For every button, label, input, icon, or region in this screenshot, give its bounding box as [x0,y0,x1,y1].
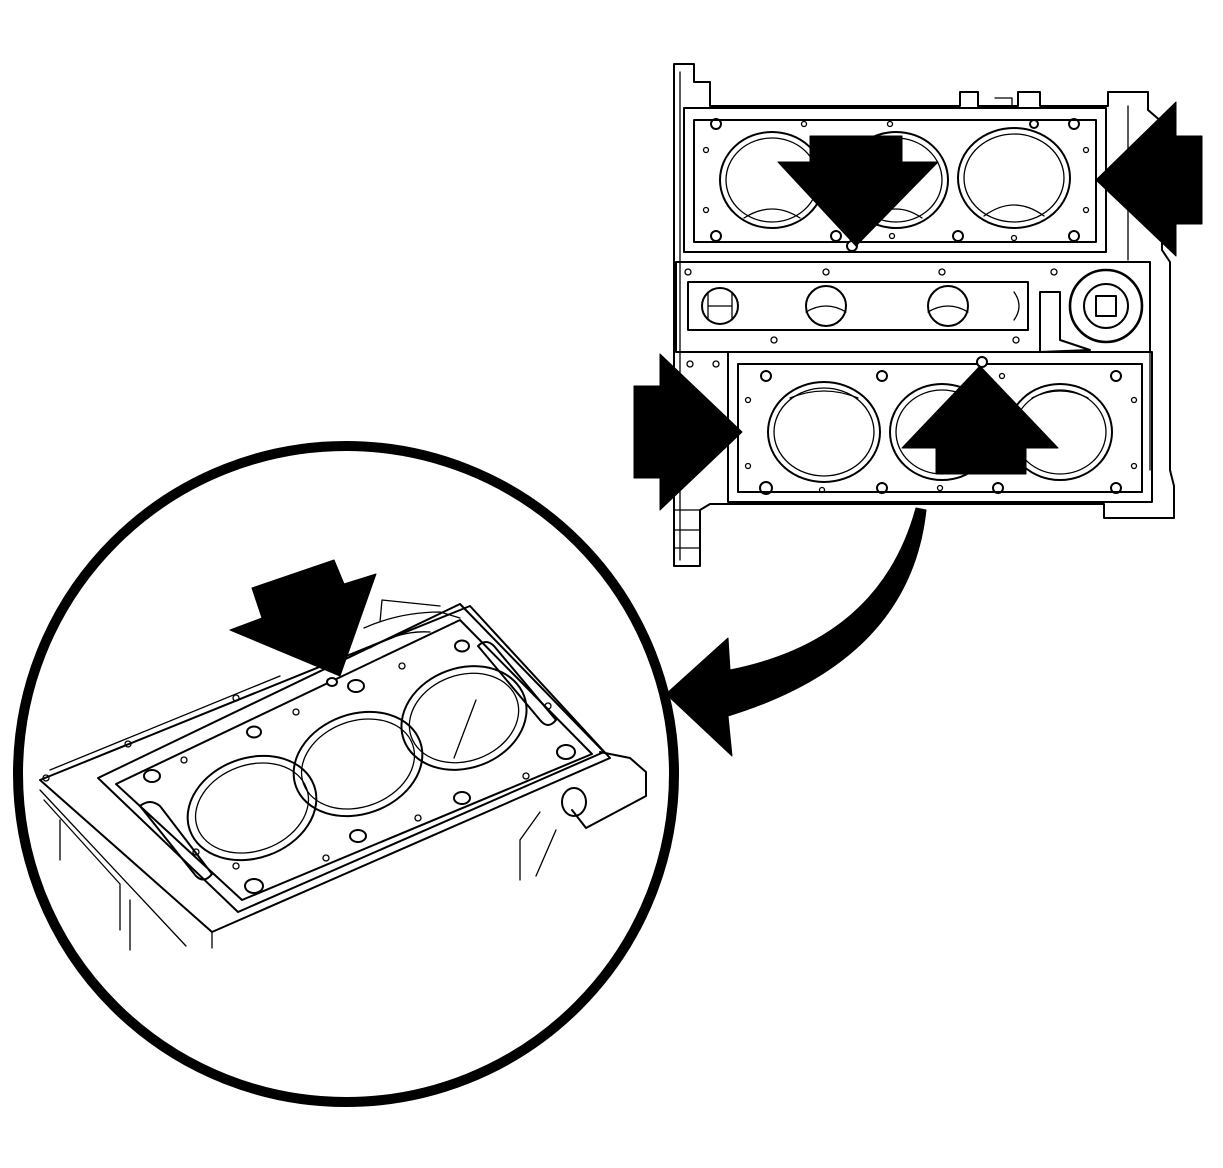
engine-block-outline [673,63,1175,567]
detail-cylinder-bore-1 [186,754,318,862]
cylinder-bore-top-3 [957,127,1071,229]
detail-frame [13,441,679,1107]
detail-cylinder-bore-3 [400,665,528,771]
detail-head-gasket [97,603,605,913]
arrow-left-top-gasket [1095,101,1203,257]
head-gasket-top [683,107,1107,253]
dowel-hole-bottom [976,356,988,368]
arrow-up-bottom-gasket [901,365,1059,475]
engine-block-main-view [633,63,1203,567]
detail-dowel-hole [326,677,338,687]
detail-view-circle [13,441,679,1107]
block-valley-section [675,261,1151,368]
curved-arrow-to-detail-view [665,507,927,757]
arrow-right-bottom-gasket [633,353,743,511]
arrow-down-top-gasket [777,135,939,247]
detail-cylinder-bore-2 [292,710,424,818]
cylinder-bore-bottom-1 [767,381,881,483]
arrow-down-detail-gasket [229,559,377,677]
